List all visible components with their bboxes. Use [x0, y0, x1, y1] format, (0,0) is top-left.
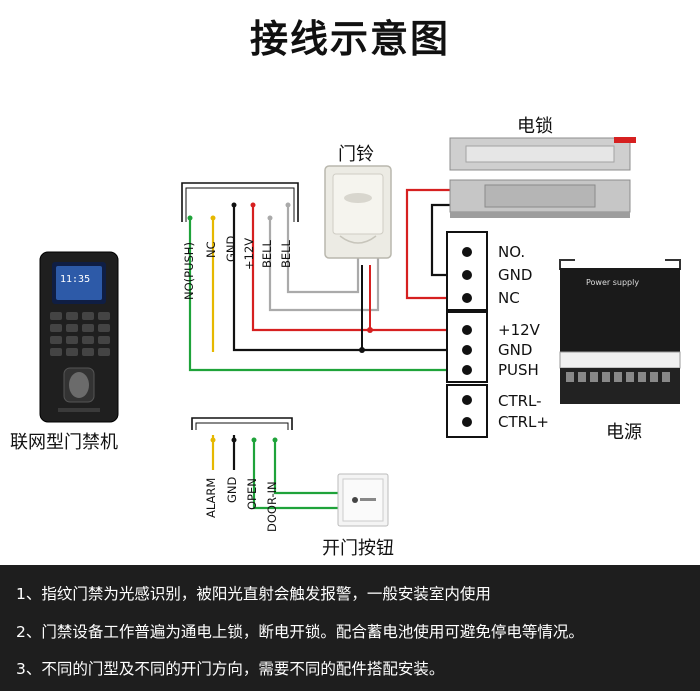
terminal-label-no: NO.: [498, 243, 526, 261]
controller-label: 联网型门禁机: [10, 432, 118, 453]
door-bell-device: [324, 165, 392, 259]
exit-button-device: [337, 473, 389, 527]
terminal-block: [446, 231, 488, 438]
pin-label-nc: NC: [204, 241, 218, 258]
pin-label-no-push: NO(PUSH): [182, 242, 196, 300]
terminal-label-12v: +12V: [498, 321, 540, 339]
terminal-label-gnd-1: GND: [498, 266, 533, 284]
pin-label-open: OPEN: [245, 478, 259, 510]
fingerprint-controller-device: [39, 251, 119, 423]
controller-screen-time: 11:35: [60, 274, 91, 285]
notes-panel: 1、指纹门禁为光感识别，被阳光直射会触发报警，一般安装室内使用 2、门禁设备工作…: [0, 565, 700, 691]
wire-gnd: [232, 205, 448, 352]
wire-12v: [251, 205, 448, 332]
note-2: 2、门禁设备工作普遍为通电上锁，断电开锁。配合蓄电池使用可避免停电等情况。: [16, 623, 584, 641]
pin-label-12v: +12V: [242, 237, 256, 270]
terminal-label-ctrl-minus: CTRL-: [498, 392, 542, 410]
power-box-text: Power supply: [586, 278, 640, 287]
terminal-label-nc: NC: [498, 289, 520, 307]
pin-label-door-in: DOOR-IN: [265, 481, 279, 532]
note-1: 1、指纹门禁为光感识别，被阳光直射会触发报警，一般安装室内使用: [16, 585, 491, 603]
wire-lock-red: [405, 188, 460, 300]
note-3: 3、不同的门型及不同的开门方向，需要不同的配件搭配安装。: [16, 660, 445, 678]
exit-button-label: 开门按钮: [322, 538, 394, 559]
terminal-label-ctrl-plus: CTRL+: [498, 413, 549, 431]
pin-label-alarm: ALARM: [204, 477, 218, 518]
door-bell-label: 门铃: [338, 144, 374, 165]
wire-bell-1: [268, 218, 380, 312]
pin-label-gnd: GND: [224, 235, 238, 262]
pin-label-bell-2: BELL: [279, 240, 293, 268]
power-supply-device: [559, 259, 681, 404]
wire-bell-2: [286, 205, 360, 294]
pin-label-bell-1: BELL: [260, 240, 274, 268]
power-label: 电源: [606, 422, 642, 443]
page-title: 接线示意图: [249, 17, 450, 61]
magnetic-lock-device: [449, 137, 636, 218]
lock-label: 电锁: [517, 116, 553, 137]
terminal-label-push: PUSH: [498, 361, 539, 379]
pin-label-btn-gnd: GND: [225, 476, 239, 503]
wire-push: [188, 218, 448, 372]
terminal-label-gnd-2: GND: [498, 341, 533, 359]
